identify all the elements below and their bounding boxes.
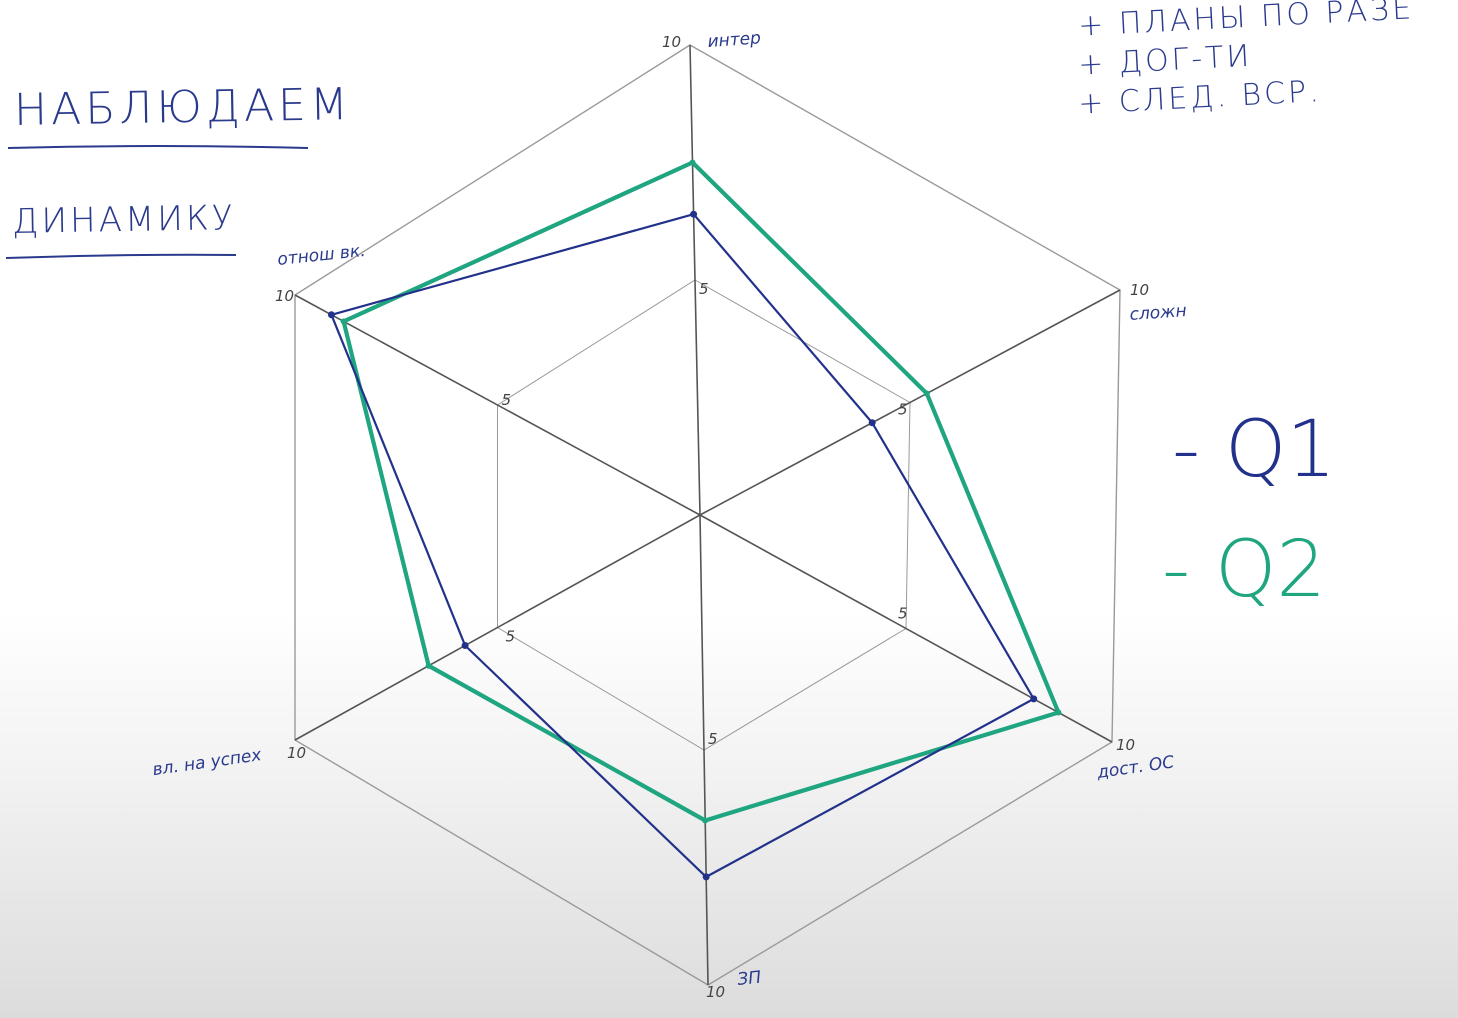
series-q1-line xyxy=(330,213,1035,879)
series-q1-point xyxy=(1030,695,1038,703)
radar-axis-1 xyxy=(699,289,1121,516)
series-q1-point xyxy=(868,419,876,427)
legend-q2: - Q2 xyxy=(1162,525,1326,615)
series-q1-point xyxy=(327,311,335,319)
radar-axis-label: дост. ОС xyxy=(1095,752,1176,783)
radar-tick-label: 5 xyxy=(898,605,908,623)
series-q1-point xyxy=(690,210,698,218)
radar-axis-label: интер xyxy=(707,28,762,52)
radar-tick-label: 5 xyxy=(502,391,512,409)
series-q2-point xyxy=(425,662,432,669)
subtitle-underline xyxy=(6,253,236,259)
radar-axis-label: вл. на успех xyxy=(151,745,263,780)
radar-axis-3 xyxy=(699,514,709,986)
radar-tick-label: 10 xyxy=(287,744,306,762)
legend-q1: - Q1 xyxy=(1172,405,1336,495)
series-q2-line xyxy=(341,160,1061,823)
radar-tick-label: 10 xyxy=(706,983,725,1001)
series-q2-point xyxy=(923,390,930,397)
radar-tick-label: 5 xyxy=(506,628,516,646)
radar-axis-label: отнош вк. xyxy=(276,241,366,270)
radar-tick-label: 10 xyxy=(662,33,681,51)
radar-tick-label: 5 xyxy=(699,280,709,298)
radar-axis-0 xyxy=(689,44,701,516)
radar-tick-label: 10 xyxy=(275,287,294,305)
radar-tick-label: 10 xyxy=(1130,281,1149,299)
title-underline xyxy=(8,145,308,149)
radar-axis-label: сложн xyxy=(1129,301,1187,325)
radar-axis-2 xyxy=(699,514,1113,743)
series-q2-point xyxy=(1055,709,1062,716)
radar-ring-10 xyxy=(294,44,1121,986)
series-q1-point xyxy=(702,873,710,881)
series-q2-point xyxy=(702,817,709,824)
radar-axis-5 xyxy=(294,294,701,516)
series-q2-point xyxy=(689,159,696,166)
radar-axis-4 xyxy=(294,514,701,741)
series-q1-point xyxy=(461,642,469,649)
radar-tick-label: 5 xyxy=(708,730,718,748)
radar-axis-label: ЗП xyxy=(736,968,762,990)
radar-tick-label: 5 xyxy=(898,401,908,419)
radar-ring-5 xyxy=(497,279,911,751)
radar-tick-label: 10 xyxy=(1116,736,1135,754)
series-q2-point xyxy=(340,318,347,325)
